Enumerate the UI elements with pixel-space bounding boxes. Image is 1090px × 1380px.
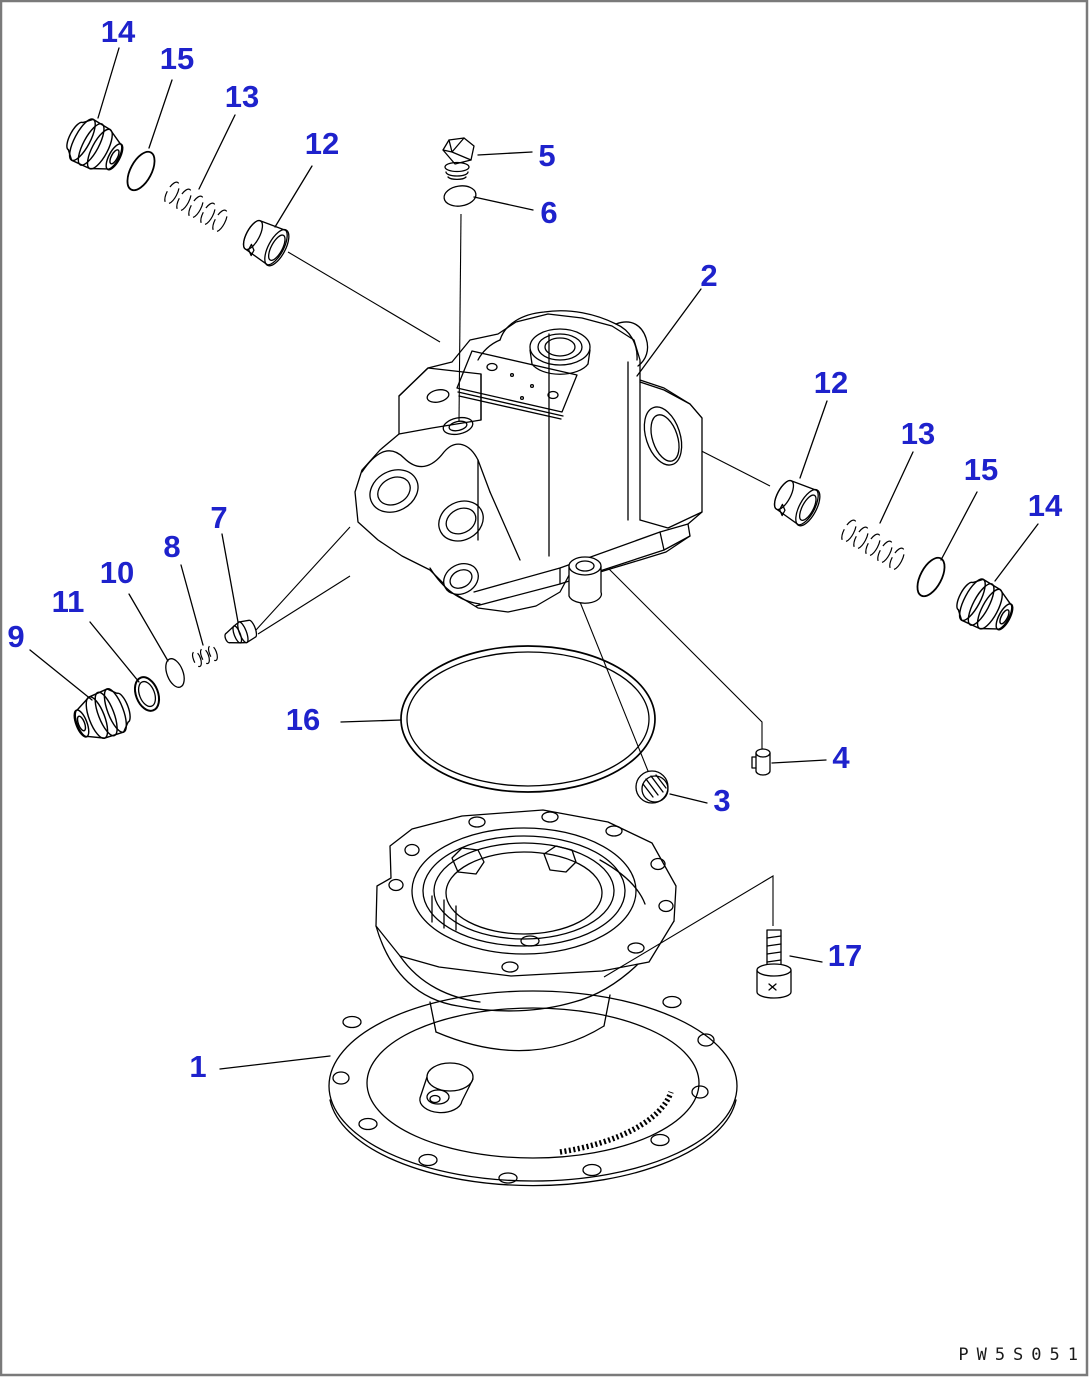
callout-15-right: 15 <box>964 452 998 487</box>
part-2-motor-body <box>354 310 703 613</box>
callouts: 14 15 13 12 5 6 2 12 13 15 14 7 8 10 11 … <box>7 14 1063 1084</box>
part-7-valve <box>224 619 258 644</box>
part-14-plug-right <box>956 578 1014 631</box>
callout-1: 1 <box>189 1049 206 1084</box>
part-6-seal <box>443 185 477 207</box>
part-12-sleeve-right <box>773 479 821 527</box>
callout-16: 16 <box>286 702 320 737</box>
part-17-bolt <box>756 929 792 999</box>
callout-14-right: 14 <box>1028 488 1063 523</box>
part-14-plug-left <box>66 118 124 171</box>
callout-3: 3 <box>713 783 730 818</box>
part-4-pin <box>751 748 771 776</box>
callout-15-topleft: 15 <box>160 41 194 76</box>
watermark-code: PW5S051 <box>958 1345 1086 1365</box>
part-13-spring-right <box>841 519 905 571</box>
callout-5: 5 <box>538 138 555 173</box>
part-8-spring <box>192 644 218 668</box>
callout-9: 9 <box>7 619 24 654</box>
part-10-ring <box>165 658 185 688</box>
callout-6: 6 <box>540 195 557 230</box>
callout-11: 11 <box>52 584 85 619</box>
callout-4: 4 <box>832 740 850 775</box>
callout-2: 2 <box>700 258 717 293</box>
part-15-oring-left <box>126 150 156 192</box>
part-13-spring-left <box>164 181 228 233</box>
callout-17: 17 <box>828 938 862 973</box>
callout-8: 8 <box>163 529 180 564</box>
part-5-plug <box>442 137 475 181</box>
callout-12-topleft: 12 <box>305 126 339 161</box>
callout-14-topleft: 14 <box>101 14 136 49</box>
callout-13-topleft: 13 <box>225 79 259 114</box>
pointer-lines-over <box>255 213 774 978</box>
leader-lines <box>29 47 1039 1070</box>
part-1-case <box>328 809 738 1187</box>
part-16-oring <box>400 645 656 793</box>
part-11-ring <box>133 676 161 712</box>
part-12-sleeve-left <box>242 219 290 267</box>
part-9-plug <box>73 688 131 740</box>
callout-12-right: 12 <box>814 365 848 400</box>
part-15-oring-right <box>916 556 946 598</box>
part-3-plug <box>635 770 669 804</box>
callout-7: 7 <box>210 500 227 535</box>
callout-13-right: 13 <box>901 416 935 451</box>
callout-10: 10 <box>100 555 134 590</box>
